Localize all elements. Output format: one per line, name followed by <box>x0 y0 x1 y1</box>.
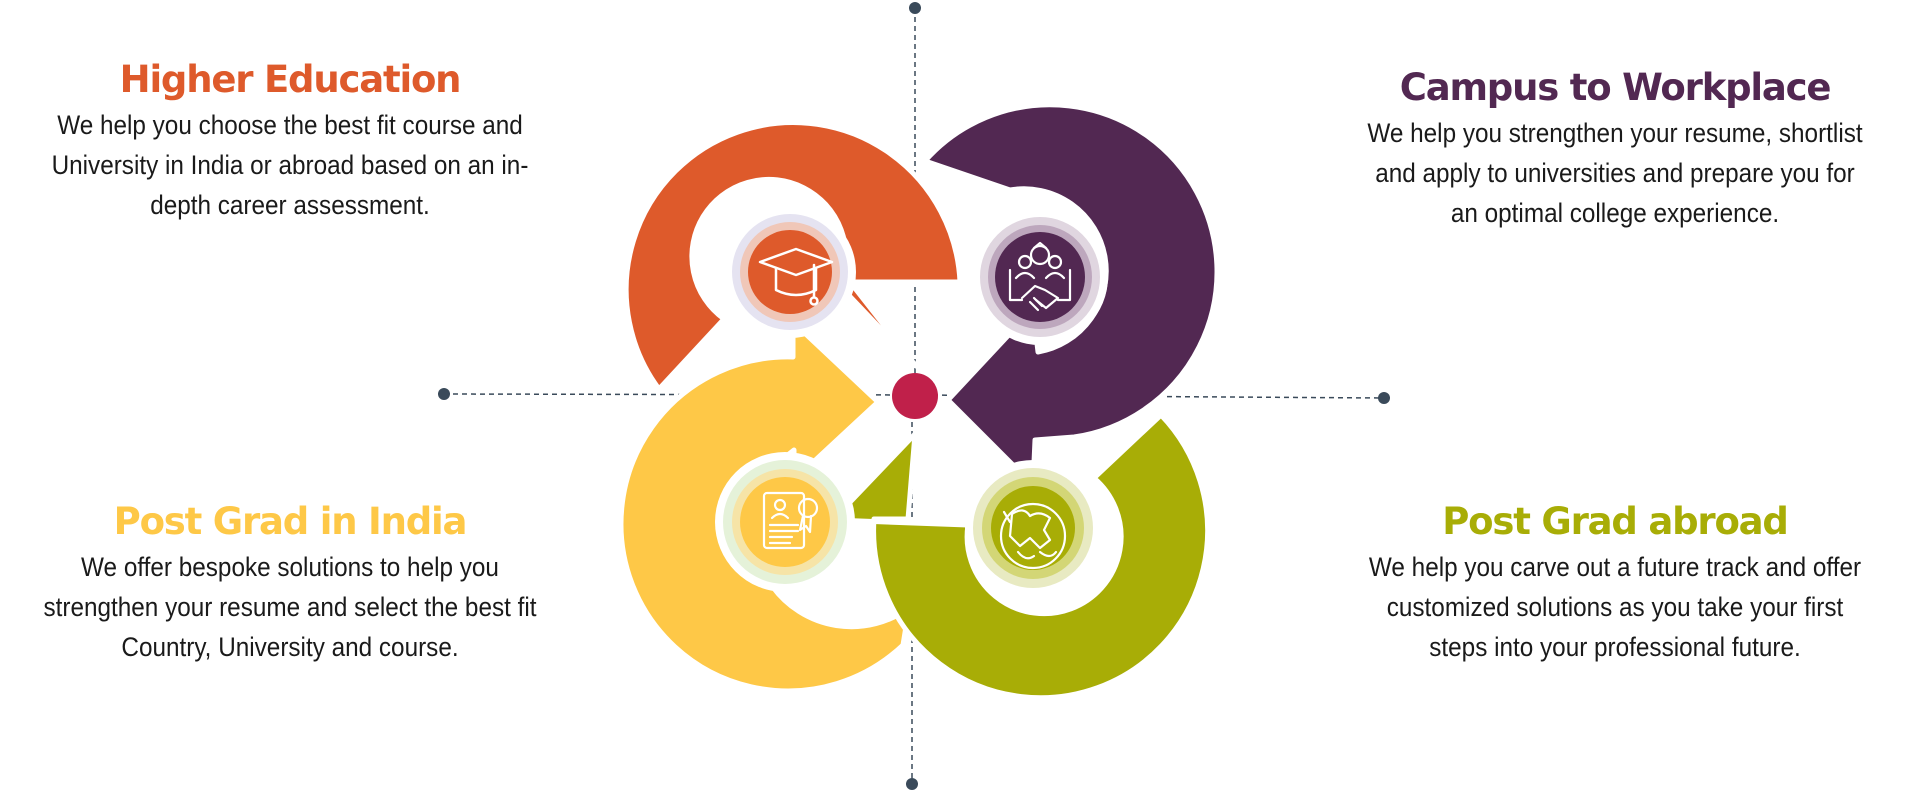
quadrant-post-grad-india: Post Grad in India We offer bespoke solu… <box>10 500 570 667</box>
desc-post-grad-india: We offer bespoke solutions to help you s… <box>43 551 537 662</box>
certificate-icon <box>762 491 819 550</box>
arrow-campus-to-workplace <box>922 102 1220 488</box>
desc-post-grad-abroad: We help you carve out a future track and… <box>1368 551 1862 662</box>
desc-higher-education: We help you choose the best fit course a… <box>51 109 529 220</box>
quadrant-post-grad-abroad: Post Grad abroad We help you carve out a… <box>1330 500 1900 667</box>
quadrant-higher-education: Higher Education We help you choose the … <box>10 58 570 225</box>
center-dot <box>892 373 938 419</box>
endpoint-left <box>438 388 450 400</box>
arrow-higher-education <box>623 120 963 392</box>
icon-disc-post-grad-abroad <box>965 460 1101 596</box>
endpoint-right <box>1378 392 1390 404</box>
title-post-grad-abroad: Post Grad abroad <box>1442 500 1789 543</box>
globe-plant-icon <box>999 502 1067 570</box>
desc-campus-to-workplace: We help you strengthen your resume, shor… <box>1367 117 1863 228</box>
icon-disc-post-grad-india <box>715 452 855 592</box>
title-higher-education: Higher Education <box>119 58 462 101</box>
handshake-team-icon <box>1008 241 1072 312</box>
quadrant-campus-to-workplace: Campus to Workplace We help you strength… <box>1330 66 1900 233</box>
title-post-grad-india: Post Grad in India <box>113 500 468 543</box>
endpoint-bottom <box>906 778 918 790</box>
guide-line-endpoints <box>438 2 1390 790</box>
graduation-cap-icon <box>758 247 834 306</box>
title-campus-to-workplace: Campus to Workplace <box>1399 66 1832 109</box>
arrow-post-grad-abroad <box>830 412 1211 701</box>
endpoint-top <box>909 2 921 14</box>
arrow-post-grad-india <box>618 319 912 694</box>
icon-disc-campus-to-workplace <box>972 209 1108 345</box>
